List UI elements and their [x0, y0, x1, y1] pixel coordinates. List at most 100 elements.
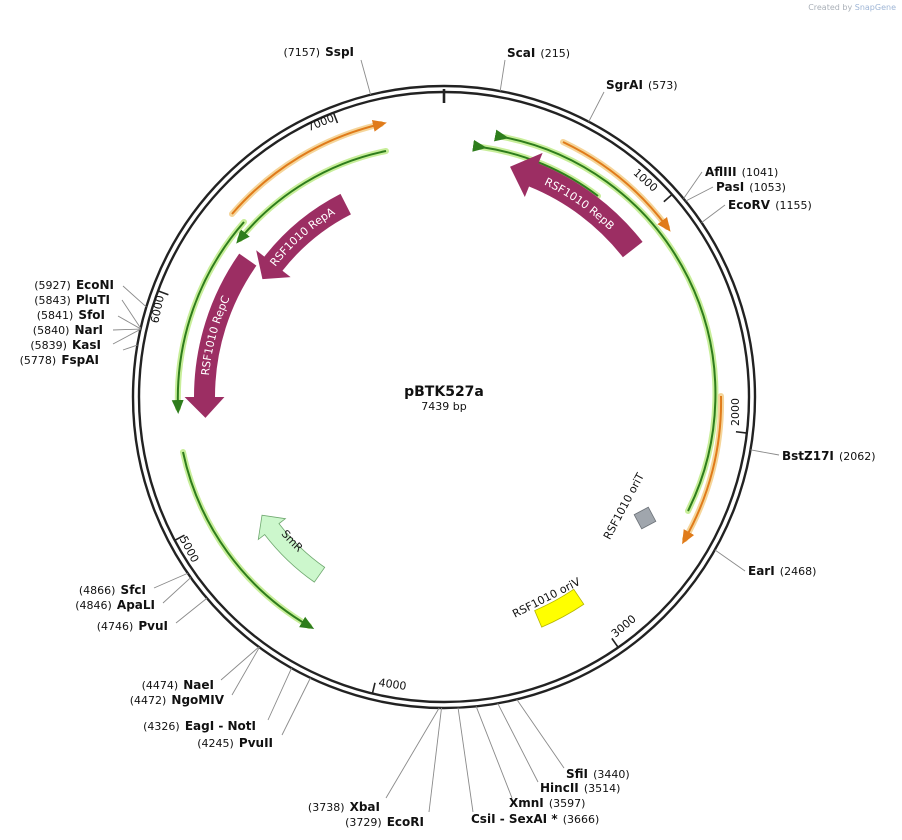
- enzyme-label: (7157) SspI: [283, 41, 354, 60]
- enzyme-site-pvuii[interactable]: (4245) PvuII: [197, 677, 311, 751]
- enzyme-site-xbai[interactable]: (3738) XbaI: [308, 707, 440, 815]
- enzyme-site-csii-sexai[interactable]: CsiI - SexAI * (3666): [457, 707, 600, 827]
- enzyme-position: (2468): [780, 565, 817, 578]
- enzyme-leader-line: [175, 597, 208, 624]
- plasmid-backbone: [131, 84, 757, 710]
- enzyme-site-fspai[interactable]: (5778) FspAI: [20, 344, 138, 368]
- enzyme-name: SfcI: [121, 583, 146, 597]
- enzyme-site-eari[interactable]: EarI (2468): [714, 549, 817, 579]
- enzyme-site-sgrai[interactable]: SgrAI (573): [588, 74, 678, 122]
- enzyme-leader-line: [281, 677, 311, 736]
- orf-arc-top-left: [236, 148, 389, 244]
- enzyme-leader-line: [714, 549, 746, 572]
- tick-label-6000: 6000: [148, 294, 167, 324]
- enzyme-site-eagi-noti[interactable]: (4326) EagI - NotI: [143, 667, 292, 734]
- enzyme-site-sfii[interactable]: SfiI (3440): [516, 699, 630, 782]
- enzyme-position: (3514): [584, 782, 621, 795]
- enzyme-label: (4245) PvuII: [197, 732, 273, 751]
- enzyme-label: PasI (1053): [716, 176, 786, 195]
- enzyme-leader-line: [516, 699, 565, 769]
- enzyme-position: (5841): [37, 309, 74, 322]
- orf-arc-orange-right: [682, 393, 725, 545]
- enzyme-name: CsiI - SexAI *: [471, 812, 558, 826]
- enzyme-label: AflIII (1041): [705, 161, 778, 180]
- feature-repb: RSF1010 RepB: [510, 152, 643, 258]
- enzyme-position: (5843): [34, 294, 71, 307]
- enzyme-leader-line: [428, 707, 442, 813]
- orf-arc-right-inner: [472, 139, 601, 199]
- enzyme-leader-line: [499, 59, 506, 92]
- enzyme-leader-line: [685, 186, 714, 202]
- enzyme-name: HincII: [540, 781, 579, 795]
- enzyme-site-naei[interactable]: (4474) NaeI: [142, 646, 260, 693]
- enzyme-site-hincii[interactable]: HincII (3514): [497, 703, 621, 796]
- enzyme-site-ngomiv[interactable]: (4472) NgoMIV: [130, 647, 260, 708]
- orf-arc-right-outer: [494, 129, 719, 514]
- enzyme-position: (5927): [34, 279, 71, 292]
- enzyme-label: HincII (3514): [540, 777, 620, 796]
- enzyme-site-nari[interactable]: (5840) NarI: [33, 319, 141, 338]
- enzyme-position: (2062): [839, 450, 876, 463]
- enzyme-label: (5840) NarI: [33, 319, 103, 338]
- snapgene-credit: Created by SnapGene: [808, 3, 896, 12]
- enzyme-name: EcoNI: [76, 278, 114, 292]
- enzyme-name: PluTI: [76, 293, 110, 307]
- feature-orit: RSF1010 oriT: [601, 471, 657, 542]
- enzyme-position: (3729): [345, 816, 382, 829]
- enzyme-site-ecorv[interactable]: EcoRV (1155): [701, 194, 812, 223]
- enzyme-site-sfci[interactable]: (4866) SfcI: [79, 572, 188, 598]
- enzyme-label: (3729) EcoRI: [345, 811, 424, 830]
- enzyme-site-pvui[interactable]: (4746) PvuI: [97, 597, 208, 634]
- enzyme-name: PasI: [716, 180, 744, 194]
- enzyme-site-econi[interactable]: (5927) EcoNI: [34, 274, 147, 308]
- enzyme-name: XbaI: [350, 800, 380, 814]
- enzyme-leader-line: [701, 204, 726, 223]
- enzyme-label: EarI (2468): [748, 560, 816, 579]
- tick-4000: [371, 682, 376, 694]
- enzyme-site-apali[interactable]: (4846) ApaLI: [75, 577, 192, 613]
- enzyme-label: (5927) EcoNI: [34, 274, 114, 293]
- feature-smr: SmR: [257, 514, 326, 583]
- enzyme-label: (4846) ApaLI: [75, 594, 155, 613]
- tick-5000: [174, 534, 185, 542]
- enzyme-name: EcoRI: [387, 815, 424, 829]
- enzyme-position: (3440): [593, 768, 630, 781]
- enzyme-site-pluti[interactable]: (5843) PluTI: [34, 289, 142, 329]
- enzyme-label: (5843) PluTI: [34, 289, 110, 308]
- orf-arrows: [171, 119, 725, 630]
- enzyme-leader-line: [457, 707, 474, 813]
- label-orit: RSF1010 oriT: [601, 471, 647, 542]
- enzyme-name: EarI: [748, 564, 775, 578]
- enzyme-leader-line: [153, 572, 188, 589]
- enzyme-position: (1053): [749, 181, 786, 194]
- enzyme-site-kasi[interactable]: (5839) KasI: [30, 328, 141, 353]
- enzyme-site-scai[interactable]: ScaI (215): [499, 42, 570, 92]
- enzyme-position: (3666): [563, 813, 600, 826]
- enzyme-label: (4472) NgoMIV: [130, 689, 225, 708]
- enzyme-leader-line: [385, 707, 440, 799]
- plasmid-size: 7439 bp: [421, 400, 466, 413]
- enzyme-site-ecori[interactable]: (3729) EcoRI: [345, 707, 442, 830]
- enzyme-leader-line: [112, 328, 141, 331]
- enzyme-leader-line: [122, 344, 138, 351]
- enzyme-label: (4866) SfcI: [79, 579, 146, 598]
- enzyme-position: (7157): [283, 46, 320, 59]
- enzyme-name: EcoRV: [728, 198, 771, 212]
- enzyme-name: PvuI: [138, 619, 168, 633]
- enzyme-name: BstZ17I: [782, 449, 834, 463]
- enzyme-leader-line: [220, 646, 260, 681]
- enzyme-site-bstz17i[interactable]: BstZ17I (2062): [750, 445, 876, 464]
- enzyme-name: PvuII: [239, 736, 273, 750]
- enzyme-label: EcoRV (1155): [728, 194, 812, 213]
- enzyme-position: (4746): [97, 620, 134, 633]
- enzyme-label: (4746) PvuI: [97, 615, 168, 634]
- enzyme-site-xmni[interactable]: XmnI (3597): [475, 706, 585, 811]
- enzyme-label: (4474) NaeI: [142, 674, 214, 693]
- enzyme-site-sfoi[interactable]: (5841) SfoI: [37, 304, 141, 330]
- tick-label-7000: 7000: [305, 111, 336, 134]
- enzyme-position: (4245): [197, 737, 234, 750]
- enzyme-site-pasi[interactable]: PasI (1053): [685, 176, 786, 202]
- enzyme-site-sspi[interactable]: (7157) SspI: [283, 41, 372, 95]
- enzyme-site-afliii[interactable]: AflIII (1041): [683, 161, 779, 199]
